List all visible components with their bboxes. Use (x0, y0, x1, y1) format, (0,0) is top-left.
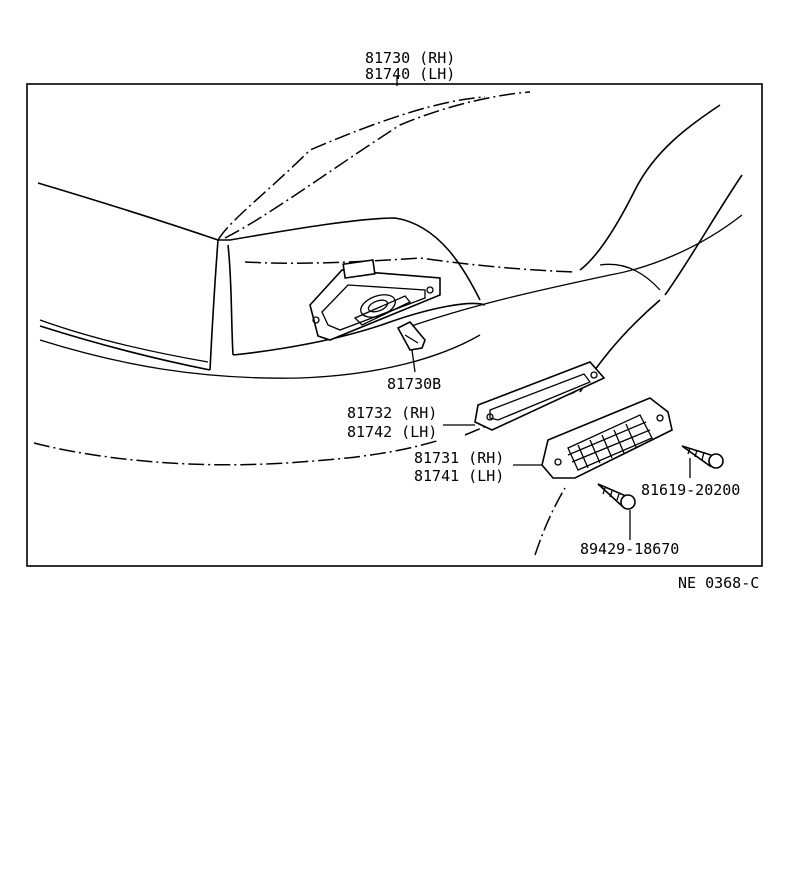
top-label-rh: 81730 (RH) (365, 49, 455, 67)
bulb-label: 81730B (387, 375, 441, 393)
gasket-label-lh: 81742 (LH) (347, 423, 437, 441)
screw1-label: 81619-20200 (641, 481, 740, 499)
top-label-lh: 81740 (LH) (365, 65, 455, 83)
lens-81731 (513, 397, 673, 479)
lens-label-rh: 81731 (RH) (414, 449, 504, 467)
screw2-label: 89429-18670 (580, 540, 679, 558)
gasket-label-rh: 81732 (RH) (347, 404, 437, 422)
screw-89429-18670 (597, 483, 636, 540)
screw-81619-20200 (681, 445, 724, 478)
car-body (33, 91, 743, 556)
diagram-frame (26, 83, 763, 567)
license-lamp-assembly (309, 259, 441, 341)
bulb-81730B (396, 321, 426, 373)
gasket-81732 (443, 361, 606, 431)
lens-label-lh: 81741 (LH) (414, 467, 504, 485)
figure-code: NE 0368-C (678, 574, 759, 592)
